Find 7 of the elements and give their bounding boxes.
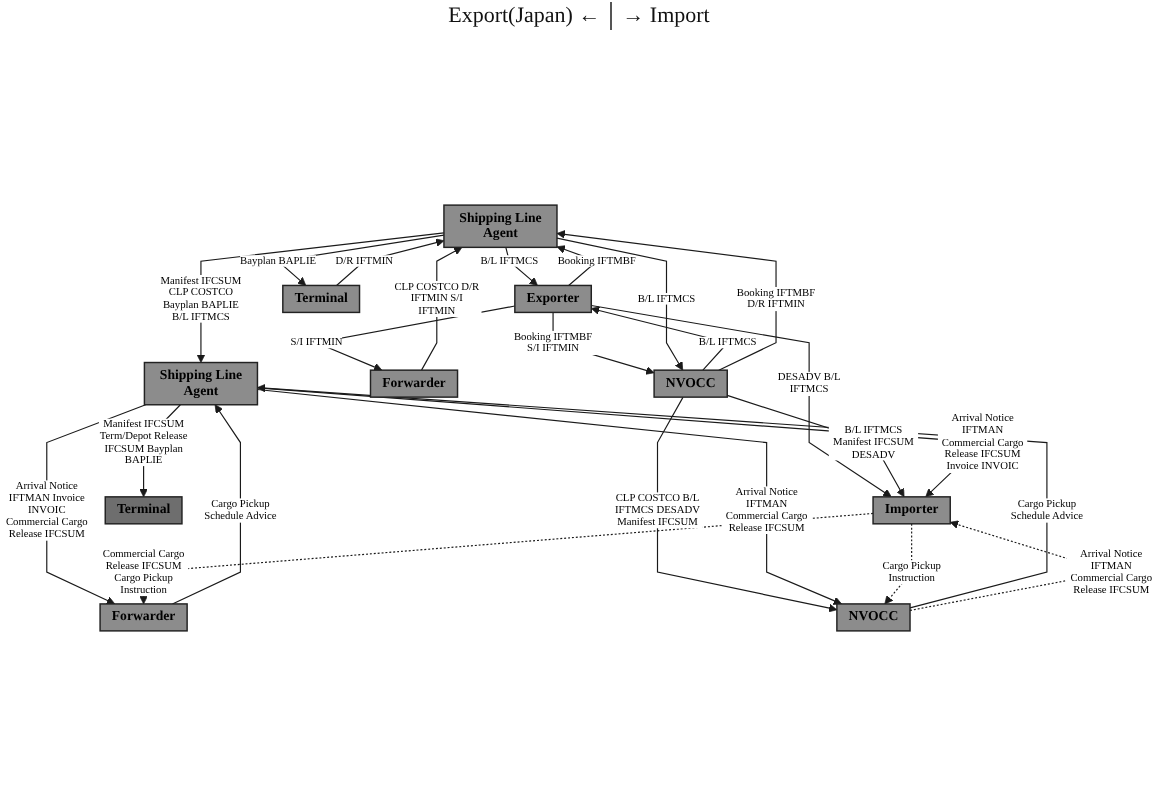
arrow — [196, 232, 445, 363]
arrow — [256, 388, 843, 605]
side-heading: Export(Japan) ← — [446, 4, 603, 28]
arrow — [335, 238, 445, 287]
arrow — [656, 396, 838, 613]
side-heading: → Import — [620, 4, 712, 28]
arrow — [171, 404, 241, 605]
